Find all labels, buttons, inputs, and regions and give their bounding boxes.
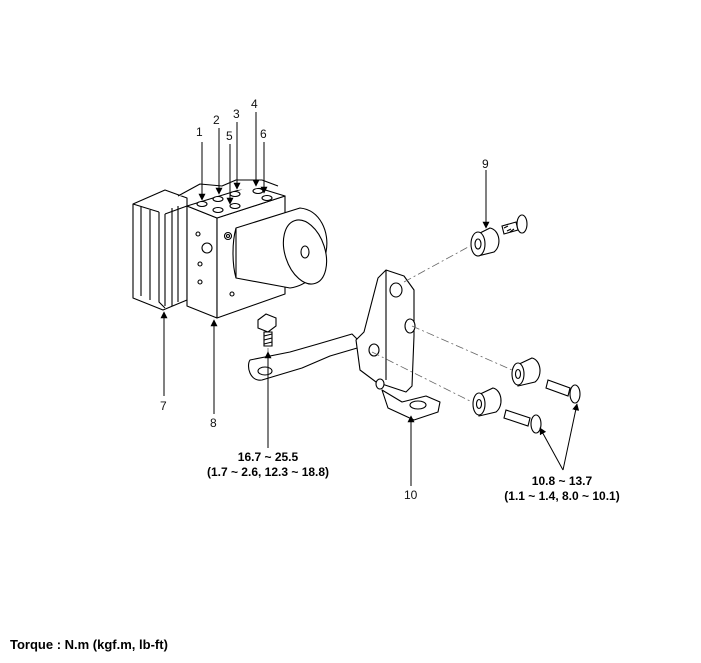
callout-2: 2 [213, 113, 220, 127]
torque-spec-bracket-bolt: 16.7 ~ 25.5 (1.7 ~ 2.6, 12.3 ~ 18.8) [198, 450, 338, 480]
leader-lines [160, 112, 580, 486]
callout-7: 7 [160, 399, 167, 413]
torque-spec-mount-bolts: 10.8 ~ 13.7 (1.1 ~ 1.4, 8.0 ~ 10.1) [492, 474, 632, 504]
ecu-connector-housing [132, 189, 188, 311]
mounting-bracket [247, 269, 441, 421]
callout-1: 1 [196, 125, 203, 139]
torque-conversion: (1.1 ~ 1.4, 8.0 ~ 10.1) [504, 489, 620, 503]
bracket-bolt [257, 313, 277, 347]
callout-10: 10 [404, 488, 418, 502]
callout-5: 5 [226, 129, 233, 143]
torque-value: 10.8 ~ 13.7 [531, 474, 593, 488]
bushing-top [470, 227, 500, 257]
bushing-lower [472, 387, 502, 417]
callout-9: 9 [482, 157, 489, 171]
callout-8: 8 [210, 416, 217, 430]
callout-6: 6 [260, 127, 267, 141]
bolt-lower [503, 409, 542, 434]
torque-units-legend: Torque : N.m (kgf.m, lb-ft) [10, 637, 168, 652]
callout-3: 3 [233, 107, 240, 121]
bolt-top [501, 214, 528, 235]
torque-conversion: (1.7 ~ 2.6, 12.3 ~ 18.8) [206, 465, 330, 479]
hecu-assembly [132, 179, 328, 319]
callout-4: 4 [251, 97, 258, 111]
torque-value: 16.7 ~ 25.5 [237, 450, 299, 464]
pump-motor [232, 207, 328, 289]
bolt-right [545, 379, 581, 404]
bushing-right [511, 357, 541, 387]
